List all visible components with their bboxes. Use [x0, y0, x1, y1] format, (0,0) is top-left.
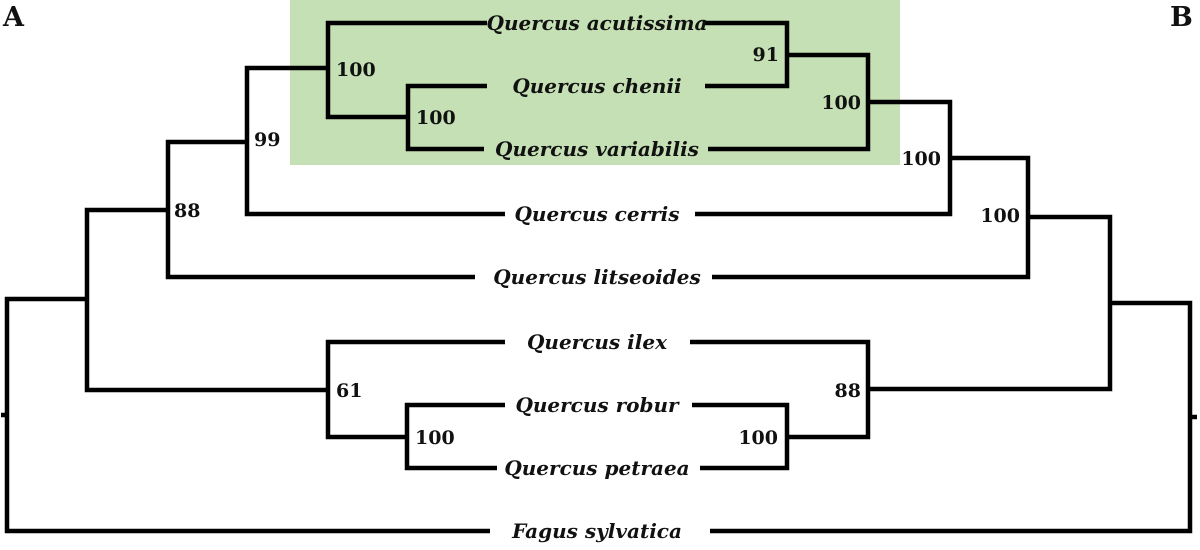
tree-a-branches [1, 20, 505, 534]
tree-b-quercus-crown-node [868, 214, 1113, 392]
support-b-ilex-clade: 88 [835, 380, 861, 402]
panel-a-label: A [2, 2, 25, 33]
taxon-label-quercus-chenii: Quercus chenii [512, 74, 681, 98]
taxon-label-quercus-petraea: Quercus petraea [504, 456, 689, 480]
tree-a-node-61 [325, 339, 505, 440]
tree-b-node-100-cerroid [708, 52, 871, 152]
tree-b-node-91 [705, 20, 790, 89]
taxon-label-quercus-litseoides: Quercus litseoides [493, 265, 701, 289]
tree-a-node-88 [165, 139, 475, 280]
taxon-label-quercus-acutissima: Quercus acutissima [487, 11, 708, 35]
support-a-plus-cerris: 99 [254, 129, 280, 151]
taxon-label-fagus-sylvatica: Fagus sylvatica [511, 519, 682, 543]
support-b-acutissima-chenii: 91 [753, 44, 779, 66]
support-b-cerroid-clade: 100 [821, 92, 861, 114]
support-a-robur-petraea: 100 [415, 427, 455, 449]
taxon-label-quercus-ilex: Quercus ilex [527, 330, 668, 354]
tree-b-node-88 [690, 339, 871, 440]
tree-a-root-node [4, 296, 490, 534]
support-a-plus-litseoides: 88 [174, 200, 200, 222]
support-b-robur-petraea: 100 [738, 427, 778, 449]
tree-b-root-node [710, 300, 1193, 534]
panel-b-label: B [1170, 2, 1193, 33]
support-a-cerroid-clade: 100 [336, 59, 376, 81]
tree-a-node-100-chenii-variabilis [405, 83, 487, 152]
highlight-box [290, 0, 900, 165]
taxon-label-quercus-robur: Quercus robur [515, 393, 680, 417]
support-b-plus-litseoides: 100 [980, 205, 1020, 227]
tree-b-node-100-robur-petraea [692, 402, 790, 471]
tree-b-node-100-litseoides [712, 155, 1031, 280]
tree-b-support-labels: 91 100 100 100 88 100 [738, 44, 1020, 449]
support-a-chenii-variabilis: 100 [416, 107, 456, 129]
tree-a-node-100-cerroid [325, 20, 487, 120]
taxa-labels: Quercus acutissima Quercus chenii Quercu… [487, 11, 708, 543]
tree-b-branches [690, 20, 1197, 534]
tree-a-node-99 [244, 65, 505, 217]
taxon-label-quercus-cerris: Quercus cerris [515, 202, 680, 226]
support-a-ilex-clade: 61 [336, 380, 362, 402]
support-b-plus-cerris: 100 [901, 148, 941, 170]
tree-a-quercus-crown-node [84, 207, 328, 393]
tree-a-node-100-robur-petraea [404, 402, 505, 471]
tree-b-node-100-cerris [695, 99, 953, 217]
taxon-label-quercus-variabilis: Quercus variabilis [495, 137, 699, 161]
tree-a-support-labels: 100 100 99 88 61 100 [174, 59, 456, 449]
